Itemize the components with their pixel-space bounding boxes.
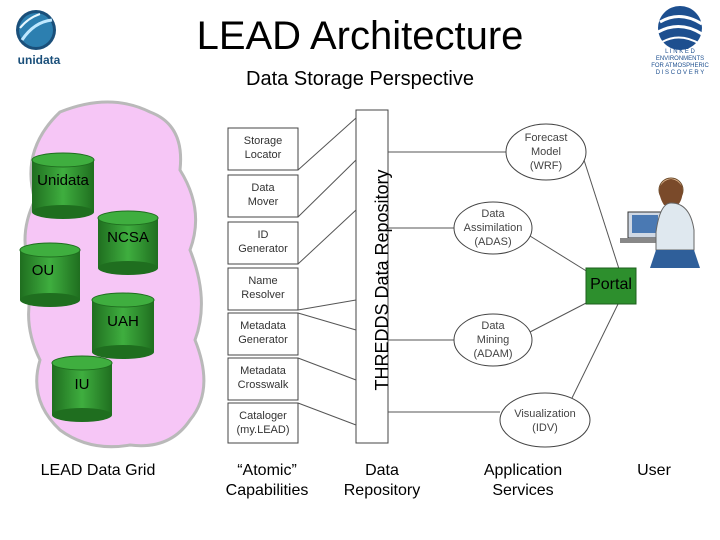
site-label-ncsa: NCSA [107, 229, 149, 246]
site-label-uah: UAH [107, 313, 139, 330]
unidata-logo-text: unidata [17, 53, 61, 67]
portal-connectors [529, 159, 621, 399]
service-ellipses [453, 123, 591, 448]
portal-label: Portal [590, 276, 632, 293]
user-column-label: User [637, 462, 671, 479]
site-label-iu: IU [74, 376, 90, 393]
unidata-logo-icon [16, 10, 56, 50]
grid-column-label: LEAD Data Grid [40, 462, 156, 479]
cylinder-unidata [31, 152, 95, 219]
cylinder-ncsa [97, 210, 159, 275]
cylinder-ou [19, 242, 81, 307]
lead-logo-icon [657, 6, 703, 50]
site-label-ou: OU [31, 262, 55, 279]
capabilities-column-label: “Atomic”Capabilities [225, 462, 309, 499]
lead-logo-text: L I N K E D ENVIRONMENTS FOR ATMOSPHERIC… [651, 49, 709, 76]
capability-boxes [227, 127, 299, 444]
thredds-repository-bar [355, 109, 389, 444]
thredds-repository-label: THREDDS Data Repository [372, 169, 392, 391]
service-visualization: Visualization(IDV) [514, 408, 576, 434]
portal-box [585, 267, 637, 305]
page-subtitle: Data Storage Perspective [246, 68, 474, 90]
cylinder-uah [91, 292, 155, 359]
page-title: LEAD Architecture [196, 14, 524, 58]
cylinder-iu [51, 355, 113, 422]
site-label-unidata: Unidata [37, 172, 89, 189]
capability-connectors [297, 117, 357, 426]
service-connectors [388, 151, 508, 413]
user-figure-icon [620, 177, 700, 268]
capability-cataloger: Cataloger(my.LEAD) [236, 410, 290, 436]
